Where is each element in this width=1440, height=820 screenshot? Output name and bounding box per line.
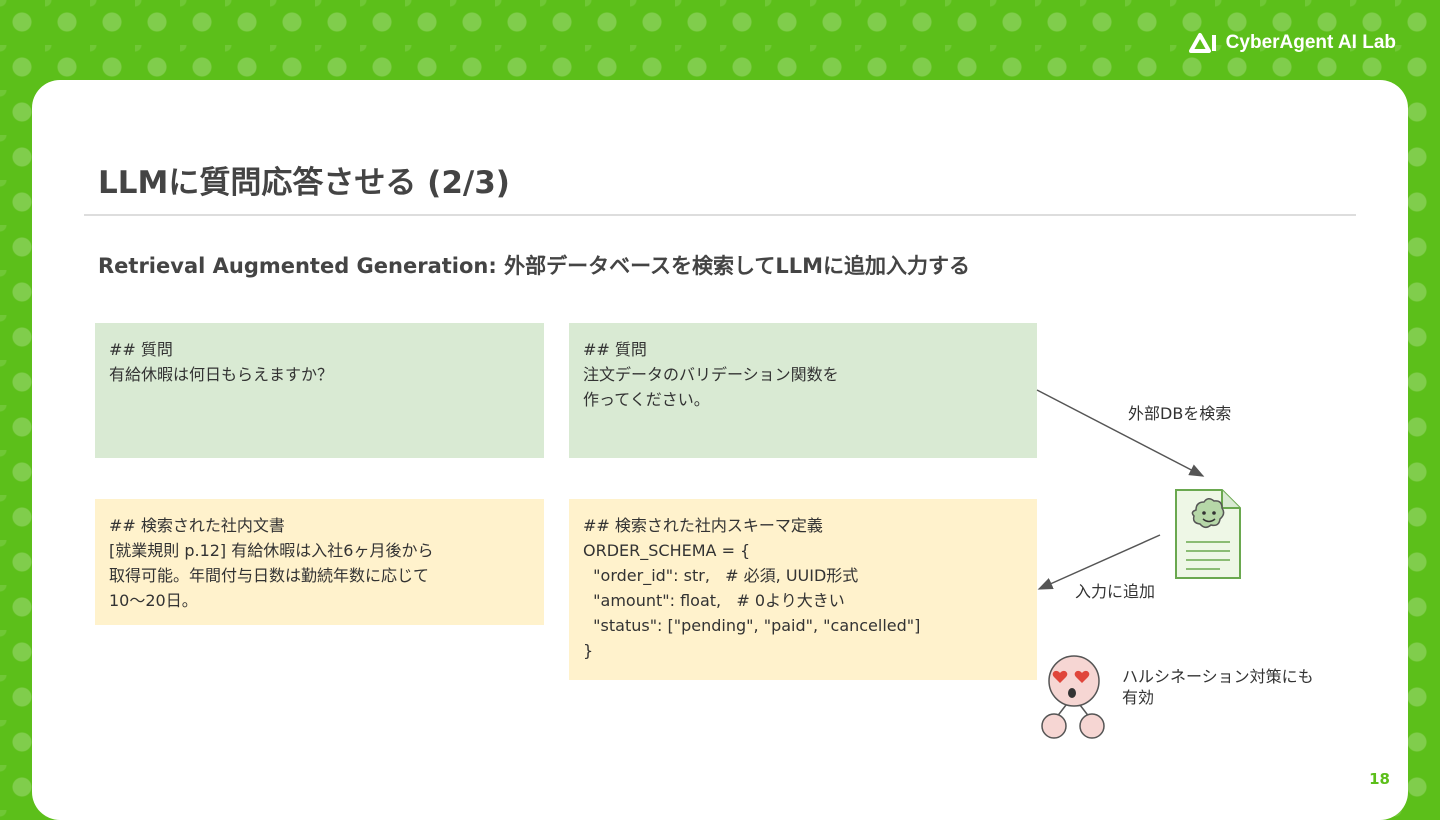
ai-logo-icon <box>1188 33 1216 53</box>
add-input-arrow <box>1037 534 1161 590</box>
slide-subtitle: Retrieval Augmented Generation: 外部データベース… <box>98 254 971 278</box>
brand-logo: CyberAgent AI Lab <box>1188 32 1396 54</box>
diagram-arrows <box>1036 389 1205 590</box>
title-divider <box>84 214 1356 216</box>
slide-card: LLMに質問応答させる (2/3) Retrieval Augmented Ge… <box>32 80 1408 820</box>
slide-title: LLMに質問応答させる (2/3) <box>98 165 510 201</box>
add-input-label: 入力に追加 <box>1075 582 1156 601</box>
hr-document-box: ## 検索された社内文書 [就業規則 p.12] 有給休暇は入社6ヶ月後から 取… <box>95 499 544 625</box>
search-arrow <box>1036 389 1205 477</box>
search-label: 外部DBを検索 <box>1128 404 1232 423</box>
code-question-box: ## 質問 注文データのバリデーション関数を 作ってください。 <box>569 323 1037 458</box>
document-icon <box>1175 489 1241 579</box>
schema-box: ## 検索された社内スキーマ定義 ORDER_SCHEMA = { "order… <box>569 499 1037 680</box>
robot-icon <box>1041 655 1105 739</box>
hr-question-box: ## 質問 有給休暇は何日もらえますか？ <box>95 323 544 458</box>
logo-text: CyberAgent AI Lab <box>1225 32 1396 53</box>
page-number: 18 <box>1369 770 1390 788</box>
hallucination-label: ハルシネーション対策にも 有効 <box>1122 667 1314 707</box>
